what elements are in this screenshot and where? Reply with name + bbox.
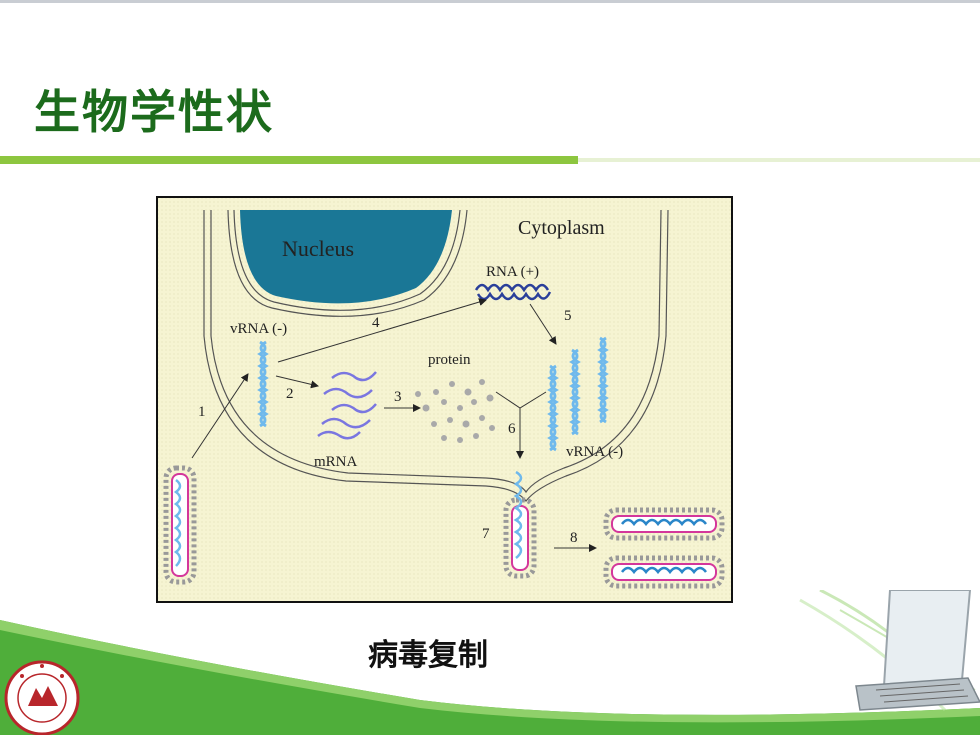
- rna-plus-label: RNA (+): [486, 264, 539, 280]
- cytoplasm-label: Cytoplasm: [518, 217, 605, 239]
- vrna-minus-right-label: vRNA (-): [566, 444, 623, 460]
- virus-particle-budding: [503, 470, 537, 579]
- university-seal-icon: [4, 660, 80, 735]
- step-7: 7: [482, 526, 490, 542]
- vrna-minus-left-label: vRNA (-): [230, 321, 287, 337]
- arrow-step-5: [529, 303, 557, 345]
- released-virus-particles: [603, 507, 725, 589]
- top-border-line: [0, 0, 980, 3]
- footer-decoration: [0, 590, 980, 735]
- figure-caption: 病毒复制: [368, 638, 488, 673]
- mrna-strands: [317, 371, 377, 440]
- rna-plus-strand: [474, 283, 552, 301]
- arrow-step-1: [191, 373, 249, 459]
- laptop-icon: [855, 590, 980, 711]
- mrna-label: mRNA: [314, 454, 358, 470]
- step-4: 4: [372, 315, 380, 331]
- step-3: 3: [394, 389, 402, 405]
- vrna-left-strand: [257, 340, 269, 428]
- protein-label: protein: [428, 352, 471, 368]
- protein-particles: [415, 379, 495, 443]
- nucleus-label: Nucleus: [282, 236, 354, 261]
- virus-replication-diagram: Nucleus Cytoplasm RNA (+) vRNA (-) prote…: [156, 196, 733, 603]
- vrna-right-strands: [547, 336, 609, 452]
- nucleus: [240, 210, 452, 304]
- step-5: 5: [564, 308, 572, 324]
- step-8: 8: [570, 530, 578, 546]
- virus-particle-entering: [163, 465, 197, 585]
- title-underline: [0, 156, 980, 164]
- arrow-step-4: [277, 298, 487, 363]
- step-1: 1: [198, 404, 206, 420]
- step-2: 2: [286, 386, 294, 402]
- slide-title: 生物学性状: [34, 85, 274, 139]
- step-6: 6: [508, 421, 516, 437]
- arrow-step-2: [275, 375, 319, 389]
